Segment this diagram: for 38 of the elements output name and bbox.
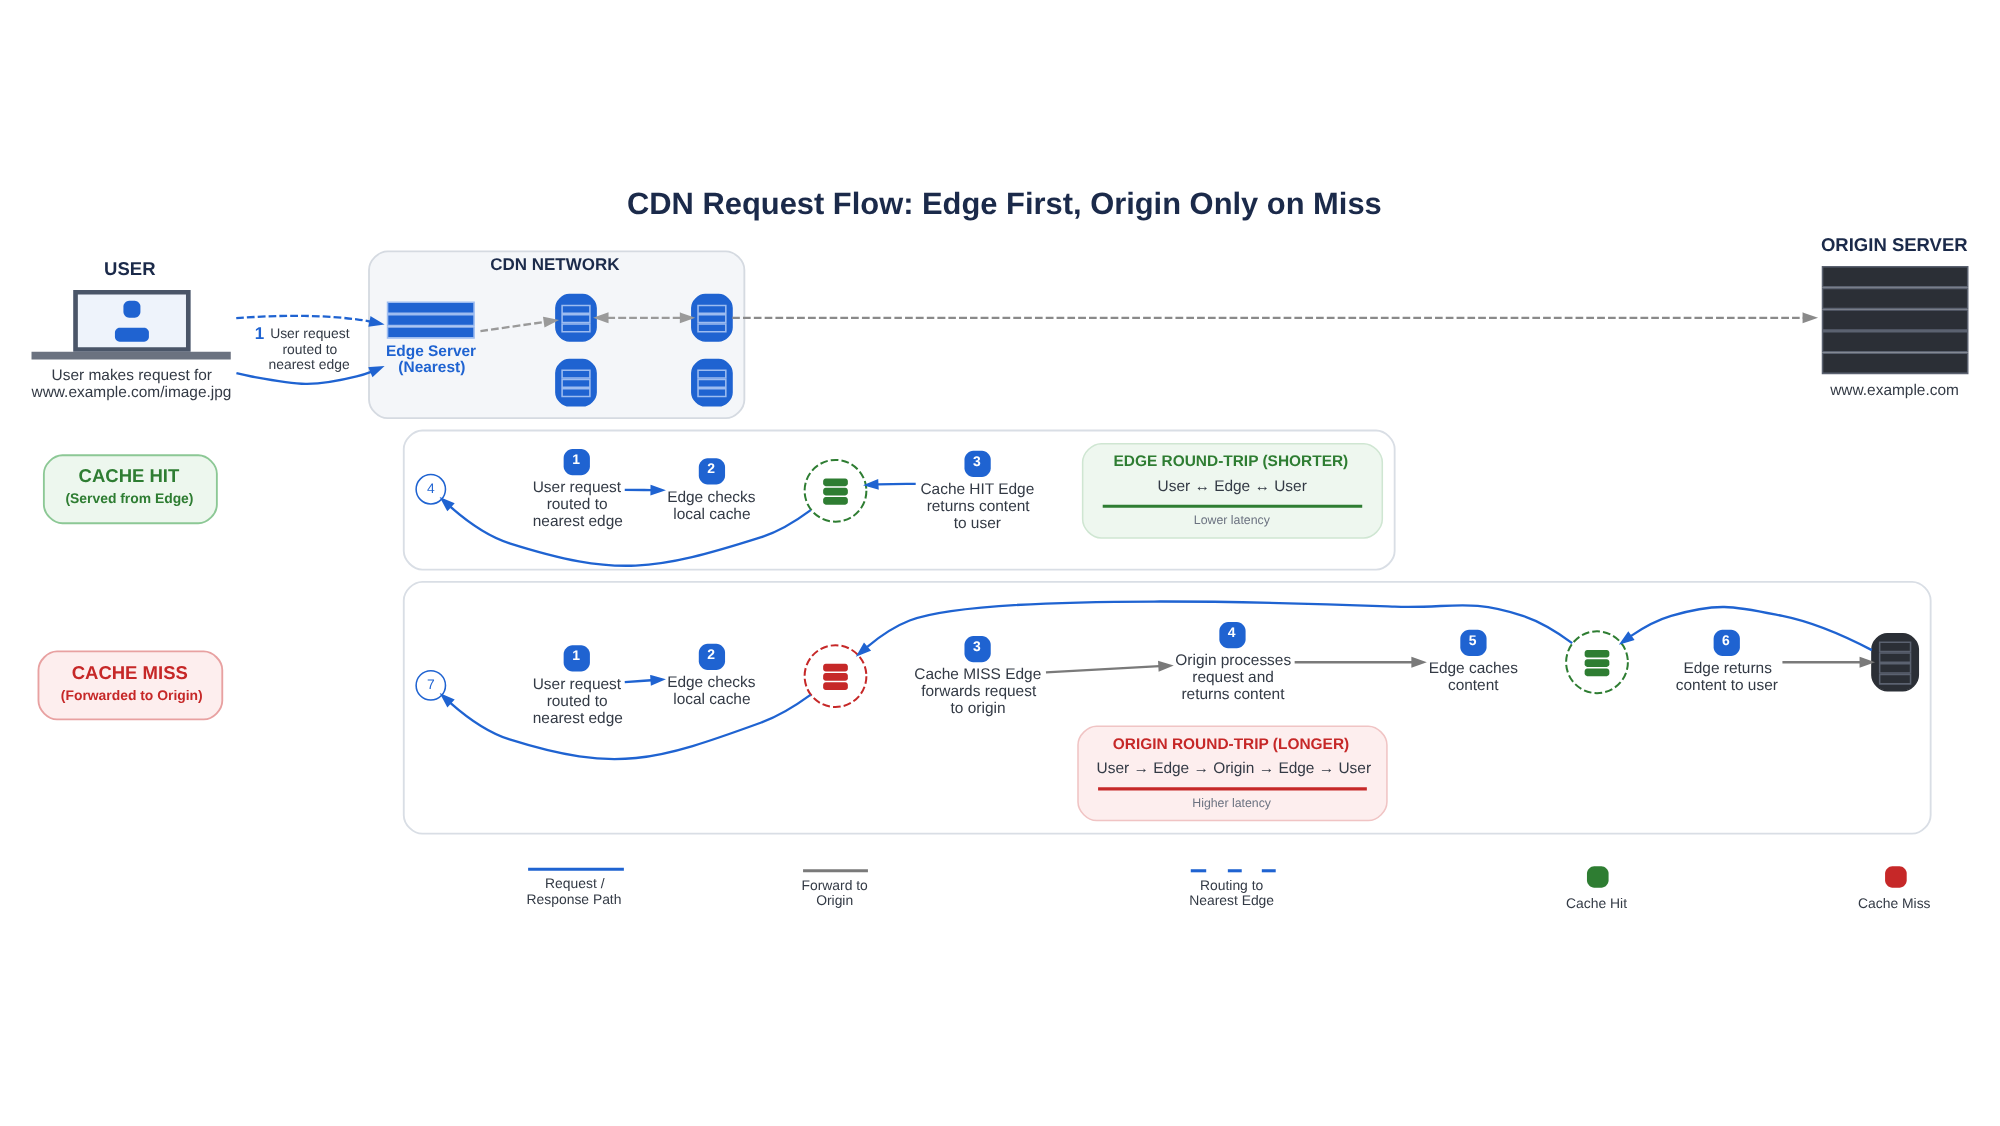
arrow	[439, 496, 812, 567]
diagram-title: CDN Request Flow: Edge First, Origin Only on Miss	[626, 187, 1382, 222]
arrow	[1618, 605, 1873, 652]
arrow	[236, 366, 385, 385]
arrow	[624, 674, 666, 686]
arrow	[1045, 660, 1174, 674]
node-label: Edge checks local cache	[667, 672, 756, 708]
arrow	[480, 316, 560, 333]
node-box	[555, 358, 597, 407]
node-box	[555, 293, 597, 342]
arrow	[732, 312, 1819, 324]
node-label: USER	[104, 259, 156, 280]
node-box	[1871, 632, 1920, 692]
arrow	[593, 312, 696, 324]
node-box	[691, 358, 733, 407]
node-label: User makes request for www.example.com/image.jpg	[31, 365, 232, 401]
arrow	[1782, 656, 1876, 668]
arrow	[236, 314, 385, 327]
cluster	[402, 581, 1932, 835]
node-label: Edge Server (Nearest)	[386, 342, 477, 376]
arrow	[863, 478, 916, 490]
node-label: Cache MISS Edge forwards request to origin	[914, 665, 1042, 718]
node-label: Cache HIT Edge returns content to user	[920, 479, 1035, 532]
node-label: Edge caches content	[1428, 659, 1518, 695]
arrow	[1294, 656, 1427, 668]
node-label: Origin processes request and returns content	[1175, 651, 1292, 704]
arrow	[439, 693, 812, 761]
node-label: ORIGIN SERVER	[1820, 234, 1968, 255]
node-box	[691, 293, 733, 342]
node-circle	[803, 644, 868, 709]
node-label: Edge checks local cache	[667, 487, 756, 523]
node-label: www.example.com	[1830, 381, 1959, 400]
node-circle	[803, 458, 868, 523]
node-label: Edge returns content to user	[1675, 659, 1778, 695]
node-circle	[1565, 630, 1629, 695]
arrow	[624, 484, 666, 496]
node-label: User request routed to nearest edge	[532, 478, 623, 531]
node-label: User request routed to nearest edge	[532, 674, 623, 727]
